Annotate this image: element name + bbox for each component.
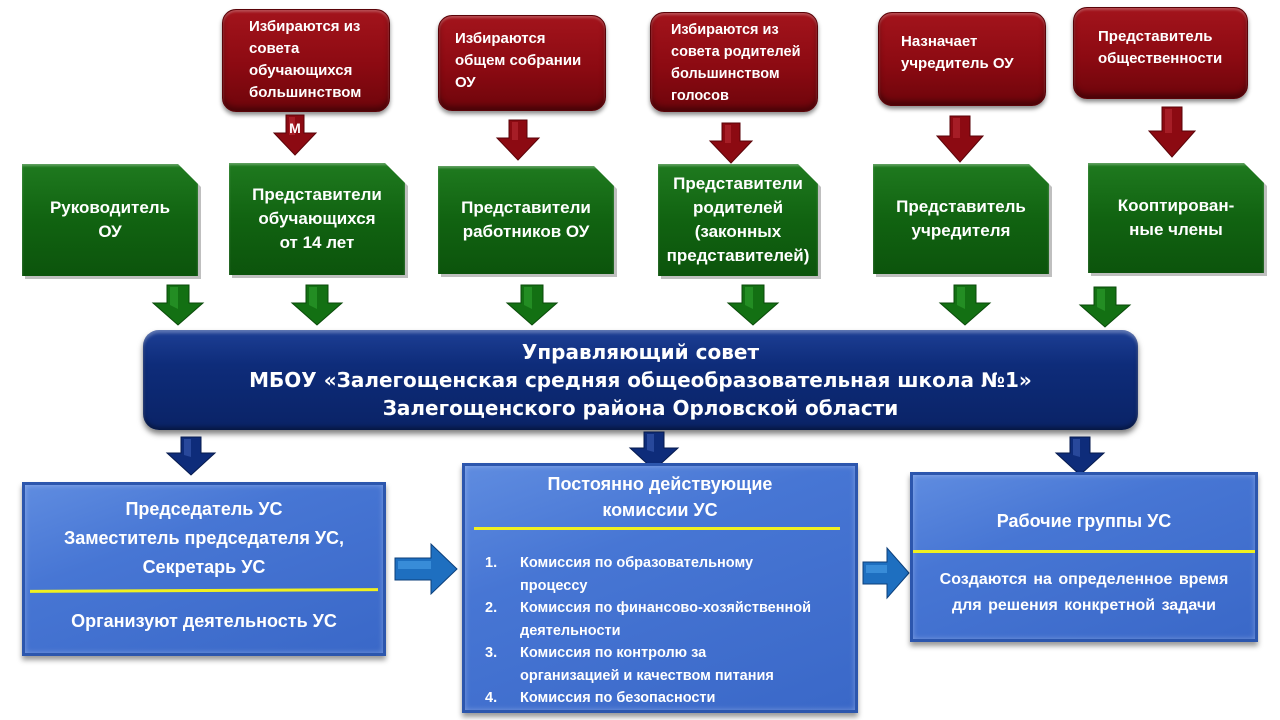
working-groups-description-line: Создаются на определенное время: [939, 571, 1229, 588]
red-arrow-down-icon: [272, 114, 318, 156]
green-arrow-down-icon: [290, 284, 344, 326]
item-text: Комиссия по образовательному процессу: [520, 555, 754, 594]
item-number: 2.: [485, 600, 498, 616]
commissions-box: Постоянно действующие комиссии УС 1. Коми…: [462, 463, 858, 713]
divider-line: [29, 588, 379, 593]
commission-item: 4. Комиссия по безопасности: [485, 687, 845, 710]
red-arrow-down-icon: [495, 119, 541, 161]
source-box-public: Представитель общественности: [1073, 7, 1248, 99]
member-box-staff: Представители работников ОУ: [438, 166, 614, 274]
member-box-director: Руководитель ОУ: [22, 164, 198, 276]
source-box-parents: Избираются из совета родителей большинст…: [650, 12, 818, 112]
member-box-founder: Представитель учредителя: [873, 164, 1049, 274]
green-arrow-down-icon: [726, 284, 780, 326]
leadership-box: Председатель УС Заместитель председателя…: [22, 482, 386, 656]
item-text: Комиссия по безопасности: [520, 690, 716, 706]
green-arrow-down-icon: [938, 284, 992, 326]
divider-line: [913, 550, 1255, 553]
working-groups-description-line: для решения конкретной задачи: [952, 597, 1216, 614]
blue-arrow-right-icon: [862, 546, 910, 600]
divider-line: [474, 527, 840, 530]
commissions-list: 1.Комиссия по образовательному процессу …: [485, 552, 845, 710]
arrow-label: М: [289, 120, 301, 136]
working-groups-title: Рабочие группы УС: [996, 511, 1172, 531]
source-box-students: Избираются из совета обучающихся большин…: [222, 9, 390, 112]
item-number: 1.: [485, 555, 498, 571]
red-arrow-down-icon: [1147, 106, 1197, 158]
green-arrow-down-icon: [505, 284, 559, 326]
source-box-staff: Избираются общем собрании ОУ: [438, 15, 606, 111]
commission-item: 1. Комиссия по образовательному процессу: [485, 552, 845, 597]
leadership-title-line: Председатель УС: [125, 499, 283, 519]
commission-item: 3. Комиссия по контролю за организацией и…: [485, 642, 845, 687]
navy-arrow-down-icon: [628, 431, 680, 471]
working-groups-box: Рабочие группы УС Создаются на определен…: [910, 472, 1258, 642]
commissions-title-line: Постоянно действующие: [547, 474, 773, 494]
leadership-title-line: Заместитель председателя УС,: [63, 528, 345, 548]
member-box-coopted: Кооптирован- ные члены: [1088, 163, 1264, 273]
council-region: Залегощенского района Орловской области: [382, 396, 899, 420]
navy-arrow-down-icon: [1054, 436, 1106, 476]
item-text: Комиссия по контролю за организацией и к…: [520, 645, 774, 684]
leadership-description: Организуют деятельность УС: [71, 611, 337, 631]
green-arrow-down-icon: [151, 284, 205, 326]
member-box-parents: Представители родителей (законных предст…: [658, 164, 818, 276]
item-text: Комиссия по финансово-хозяйственной деят…: [520, 600, 812, 639]
navy-arrow-down-icon: [165, 436, 217, 476]
commissions-title-line: комиссии УС: [602, 500, 718, 520]
council-school-name: МБОУ «Залегощенская средняя общеобразова…: [249, 368, 1032, 392]
commission-item: 2. Комиссия по финансово-хозяйственной де…: [485, 597, 845, 642]
blue-arrow-right-icon: [394, 542, 458, 596]
governing-council-box: Управляющий совет МБОУ «Залегощенская ср…: [143, 330, 1138, 430]
member-box-students: Представители обучающихся от 14 лет: [229, 163, 405, 275]
item-number: 4.: [485, 690, 498, 706]
council-title: Управляющий совет: [521, 340, 760, 364]
red-arrow-down-icon: [935, 115, 985, 163]
leadership-title-line: Секретарь УС: [142, 557, 266, 577]
green-arrow-down-icon: [1078, 286, 1132, 328]
source-box-founder: Назначает учредитель ОУ: [878, 12, 1046, 106]
item-number: 3.: [485, 645, 498, 661]
red-arrow-down-icon: [708, 122, 754, 164]
